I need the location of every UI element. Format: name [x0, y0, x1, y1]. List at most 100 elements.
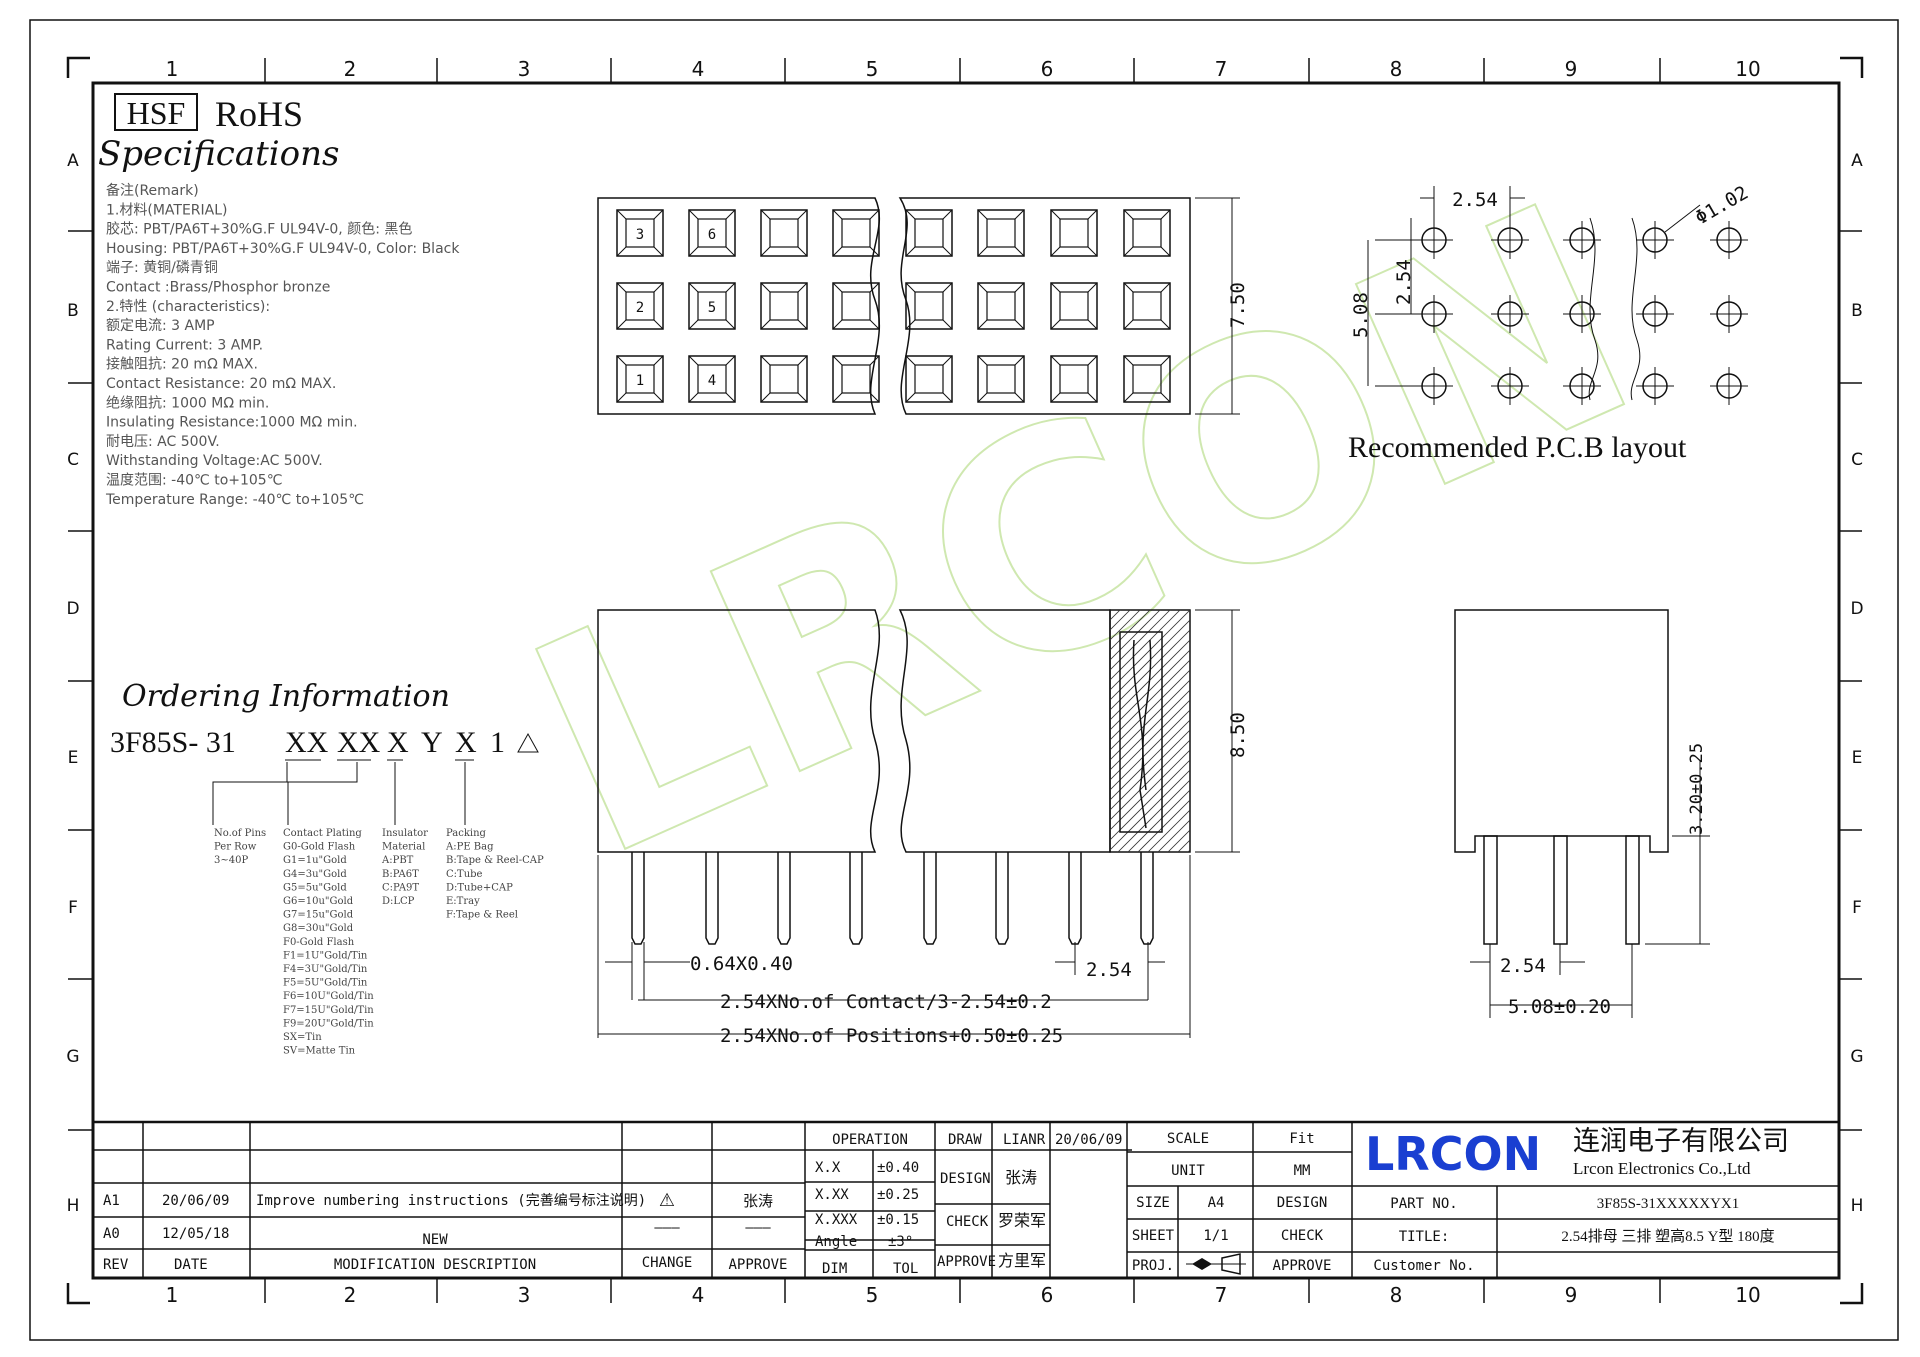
pcb-title: Recommended P.C.B layout: [1348, 431, 1687, 464]
pcb-hole: [1636, 295, 1674, 333]
rev-a1-approve: 张涛: [743, 1192, 773, 1210]
rev-a0-change: ———: [654, 1220, 680, 1236]
top-cavity: [977, 355, 1025, 403]
approve-header: APPROVE: [728, 1257, 787, 1273]
pins-info: 3~40P: [214, 855, 248, 866]
code-part-x1: X: [387, 726, 409, 759]
pcb-hole: [1636, 221, 1674, 259]
spec-line: 1.材料(MATERIAL): [106, 202, 227, 218]
front-pin: [1068, 852, 1082, 945]
top-cavity: [832, 355, 880, 403]
spec-line: 接触阻抗: 20 mΩ MAX.: [106, 356, 258, 373]
info-check-label: CHECK: [1281, 1228, 1324, 1244]
plating-info: F5=5U"Gold/Tin: [283, 978, 368, 989]
customer-no-label: Customer No.: [1373, 1258, 1474, 1274]
tol-val-2: ±0.15: [877, 1212, 919, 1228]
change-header: CHANGE: [642, 1255, 693, 1271]
revision-triangle-icon: [517, 732, 539, 753]
top-cavity: [905, 282, 953, 330]
top-cavity: [1050, 282, 1098, 330]
packing-info: E:Tray: [446, 896, 480, 907]
part-no-value: 3F85S-31XXXXXYX1: [1597, 1196, 1740, 1212]
ordering-code-prefix: 3F85S- 31: [110, 726, 236, 759]
plating-info: Contact Plating: [283, 828, 362, 839]
plating-info: F0-Gold Flash: [283, 937, 355, 948]
front-pin: [923, 852, 937, 945]
col-label: 1: [166, 57, 179, 81]
pcb-hole: [1415, 367, 1453, 405]
spec-list: 备注(Remark)1.材料(MATERIAL)胶芯: PBT/PA6T+30%…: [105, 182, 460, 508]
top-cavity: [905, 209, 953, 257]
pin-number-label: 3: [636, 227, 644, 243]
tol-val-0: ±0.40: [877, 1160, 919, 1176]
top-cavity: [832, 209, 880, 257]
top-cavity: [905, 355, 953, 403]
top-cavity: [1050, 355, 1098, 403]
insulator-info: Insulator: [382, 828, 428, 839]
pcb-hole-dim: Φ1.02: [1692, 182, 1753, 230]
rev-a0-date: 12/05/18: [162, 1226, 229, 1242]
row-label: G: [66, 1047, 79, 1067]
top-cavity: [760, 209, 808, 257]
dim-label: DIM: [822, 1261, 847, 1277]
packing-info: C:Tube: [446, 869, 483, 880]
outer-frame: [29, 19, 1899, 1341]
tol-dim-1: X.XX: [815, 1187, 849, 1203]
row-label: F: [68, 898, 78, 918]
row-label: E: [68, 748, 79, 768]
rev-a1-change: ⚠: [659, 1190, 675, 1211]
spec-line: 2.特性 (characteristics):: [106, 299, 270, 315]
plating-info: F4=3U"Gold/Tin: [283, 964, 368, 975]
col-label: 10: [1735, 1283, 1760, 1307]
front-view: 8.50 0.64X0.40 2.54 2.54XNo.of Contact/3…: [597, 609, 1249, 1047]
title-value: 2.54排母 三排 塑高8.5 Y型 180度: [1561, 1228, 1774, 1245]
row-label: F: [1852, 898, 1862, 918]
scale-value: Fit: [1289, 1131, 1314, 1147]
col-label: 4: [692, 1283, 705, 1307]
plating-info: SX=Tin: [283, 1032, 322, 1043]
info-design-label: DESIGN: [1277, 1195, 1328, 1211]
size-label: SIZE: [1136, 1195, 1170, 1211]
column-labels-bottom: 1 2 3 4 5 6 7 8 9 10: [166, 1283, 1761, 1307]
col-label: 3: [518, 1283, 531, 1307]
rev-a0-desc: NEW: [422, 1232, 448, 1248]
column-labels-top: 1 2 3 4 5 6 7 8 9 10: [166, 57, 1761, 81]
pcb-vertical-pitch-dim: 2.54: [1393, 259, 1415, 305]
spec-line: 耐电压: AC 500V.: [106, 434, 220, 450]
top-cavity: [1050, 209, 1098, 257]
side-view: 3.20±0.25 2.54 5.08±0.20: [1454, 609, 1710, 1018]
tol-dim-0: X.X: [815, 1160, 841, 1176]
date-header: DATE: [174, 1257, 208, 1273]
pin-size-dim: 0.64X0.40: [690, 953, 793, 975]
code-part-y: Y: [421, 726, 443, 759]
plating-info: F1=1U"Gold/Tin: [283, 950, 368, 961]
pcb-hole: [1710, 221, 1748, 259]
pcb-hole: [1636, 367, 1674, 405]
pin-number-label: 2: [636, 300, 644, 316]
spec-line: 端子: 黄铜/磷青铜: [106, 259, 218, 276]
insulator-info: B:PA6T: [382, 869, 419, 880]
pcb-hole: [1415, 295, 1453, 333]
insulator-info: C:PA9T: [382, 882, 419, 893]
spec-line: Contact :Brass/Phosphor bronze: [106, 280, 330, 296]
top-cavity: [1123, 355, 1171, 403]
pin-number-label: 6: [708, 227, 716, 243]
col-label: 2: [344, 57, 357, 81]
pins-info: No.of Pins: [214, 828, 266, 839]
rev-a1-desc: Improve numbering instructions (完善编号标注说明…: [256, 1193, 646, 1209]
col-label: 3: [518, 57, 531, 81]
tol-val-1: ±0.25: [877, 1187, 919, 1203]
spec-line: Rating Current: 3 AMP.: [106, 337, 263, 353]
rev-a1: A1: [103, 1193, 120, 1209]
tol-label: TOL: [893, 1261, 918, 1277]
check-label: CHECK: [946, 1214, 989, 1230]
specifications-title: Specifications: [98, 134, 339, 174]
draw-date: 20/06/09: [1055, 1132, 1122, 1148]
spec-line: Housing: PBT/PA6T+30%G.F UL94V-0, Color:…: [106, 241, 460, 257]
unit-value: MM: [1294, 1163, 1311, 1179]
part-no-label: PART NO.: [1390, 1196, 1457, 1212]
company-logo: LRCON: [1365, 1127, 1541, 1181]
col-label: 8: [1390, 57, 1403, 81]
tol-dim-2: X.XXX: [815, 1212, 858, 1228]
scale-label: SCALE: [1167, 1131, 1209, 1147]
